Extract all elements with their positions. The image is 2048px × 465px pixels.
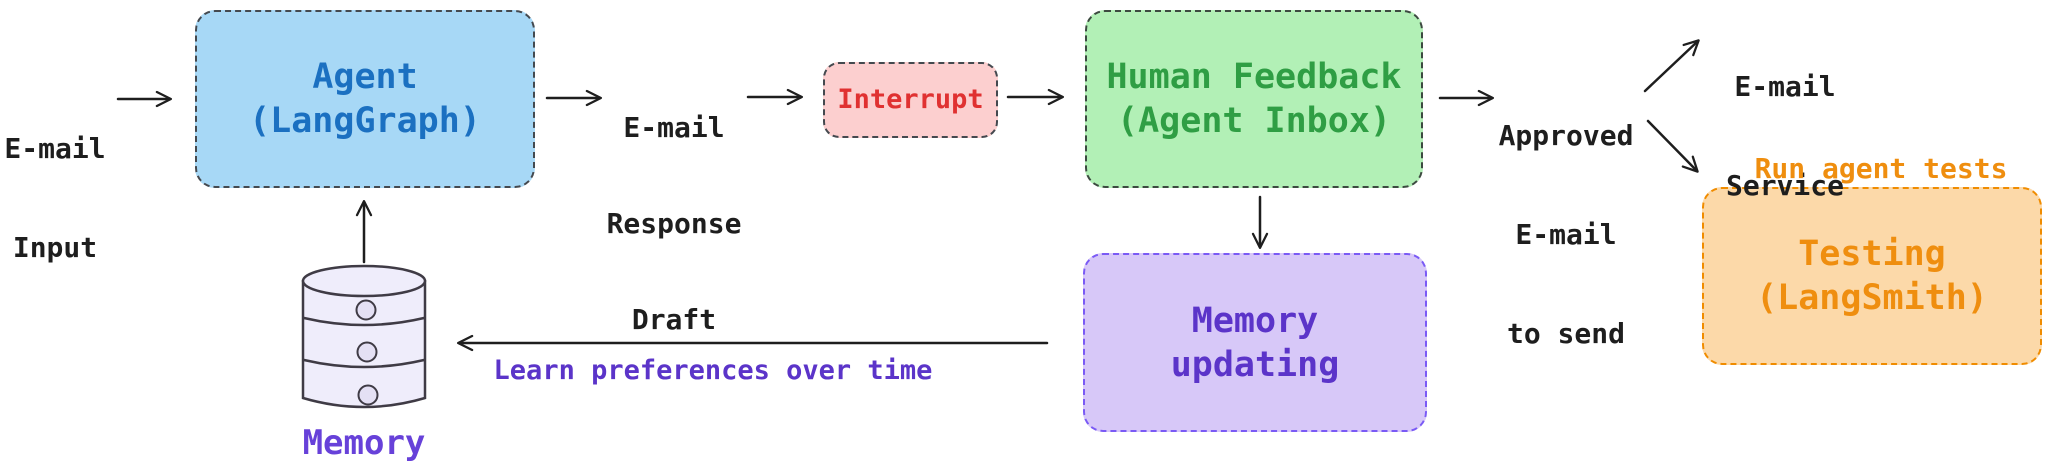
- node-testing-line2: (LangSmith): [1756, 278, 1988, 318]
- memory-database-icon: [301, 264, 427, 409]
- label-email-input-line1: E-mail: [4, 132, 106, 165]
- node-interrupt: Interrupt: [823, 62, 998, 138]
- label-approved-email-line1: Approved: [1498, 119, 1634, 152]
- arrow-approved-to-testing: [1646, 119, 1699, 173]
- node-human-feedback-agent-inbox: Human Feedback (Agent Inbox): [1085, 10, 1423, 188]
- label-approved-email-to-send: Approved E-mail to send: [1496, 53, 1636, 416]
- label-email-response-draft-line3: Draft: [631, 303, 717, 336]
- node-interrupt-label: Interrupt: [837, 84, 984, 115]
- node-agent-langgraph: Agent (LangGraph): [195, 10, 535, 188]
- arrow-approved-to-email-service: [1643, 39, 1700, 93]
- label-email-response-draft-line2: Response: [606, 207, 742, 240]
- node-agent-line1: Agent: [312, 57, 418, 97]
- node-testing-line1: Testing: [1798, 234, 1946, 274]
- node-human-feedback-line2: (Agent Inbox): [1117, 101, 1391, 141]
- label-learn-preferences-over-time: Learn preferences over time: [493, 355, 933, 386]
- label-email-input: E-mail Input: [0, 66, 110, 330]
- node-memory-updating: Memory updating: [1083, 253, 1427, 432]
- label-email-input-line2: Input: [12, 231, 98, 264]
- node-testing-langsmith: Testing (LangSmith): [1702, 187, 2042, 365]
- label-email-service-line2: Service: [1725, 169, 1844, 202]
- node-human-feedback-line1: Human Feedback: [1106, 57, 1402, 97]
- label-approved-email-line3: to send: [1506, 317, 1625, 350]
- label-email-service: E-mail Service: [1715, 4, 1855, 268]
- node-memory-updating-line2: updating: [1170, 344, 1340, 385]
- label-run-agent-tests: Run agent tests: [1754, 152, 2008, 185]
- node-agent-line2: (LangGraph): [249, 101, 481, 141]
- label-memory: Memory: [302, 423, 426, 463]
- label-email-response-draft-line1: E-mail: [623, 111, 725, 144]
- label-email-service-line1: E-mail: [1734, 70, 1836, 103]
- label-email-response-draft: E-mail Response Draft: [594, 48, 754, 400]
- node-memory-updating-line1: Memory: [1191, 300, 1319, 341]
- label-approved-email-line2: E-mail: [1515, 218, 1617, 251]
